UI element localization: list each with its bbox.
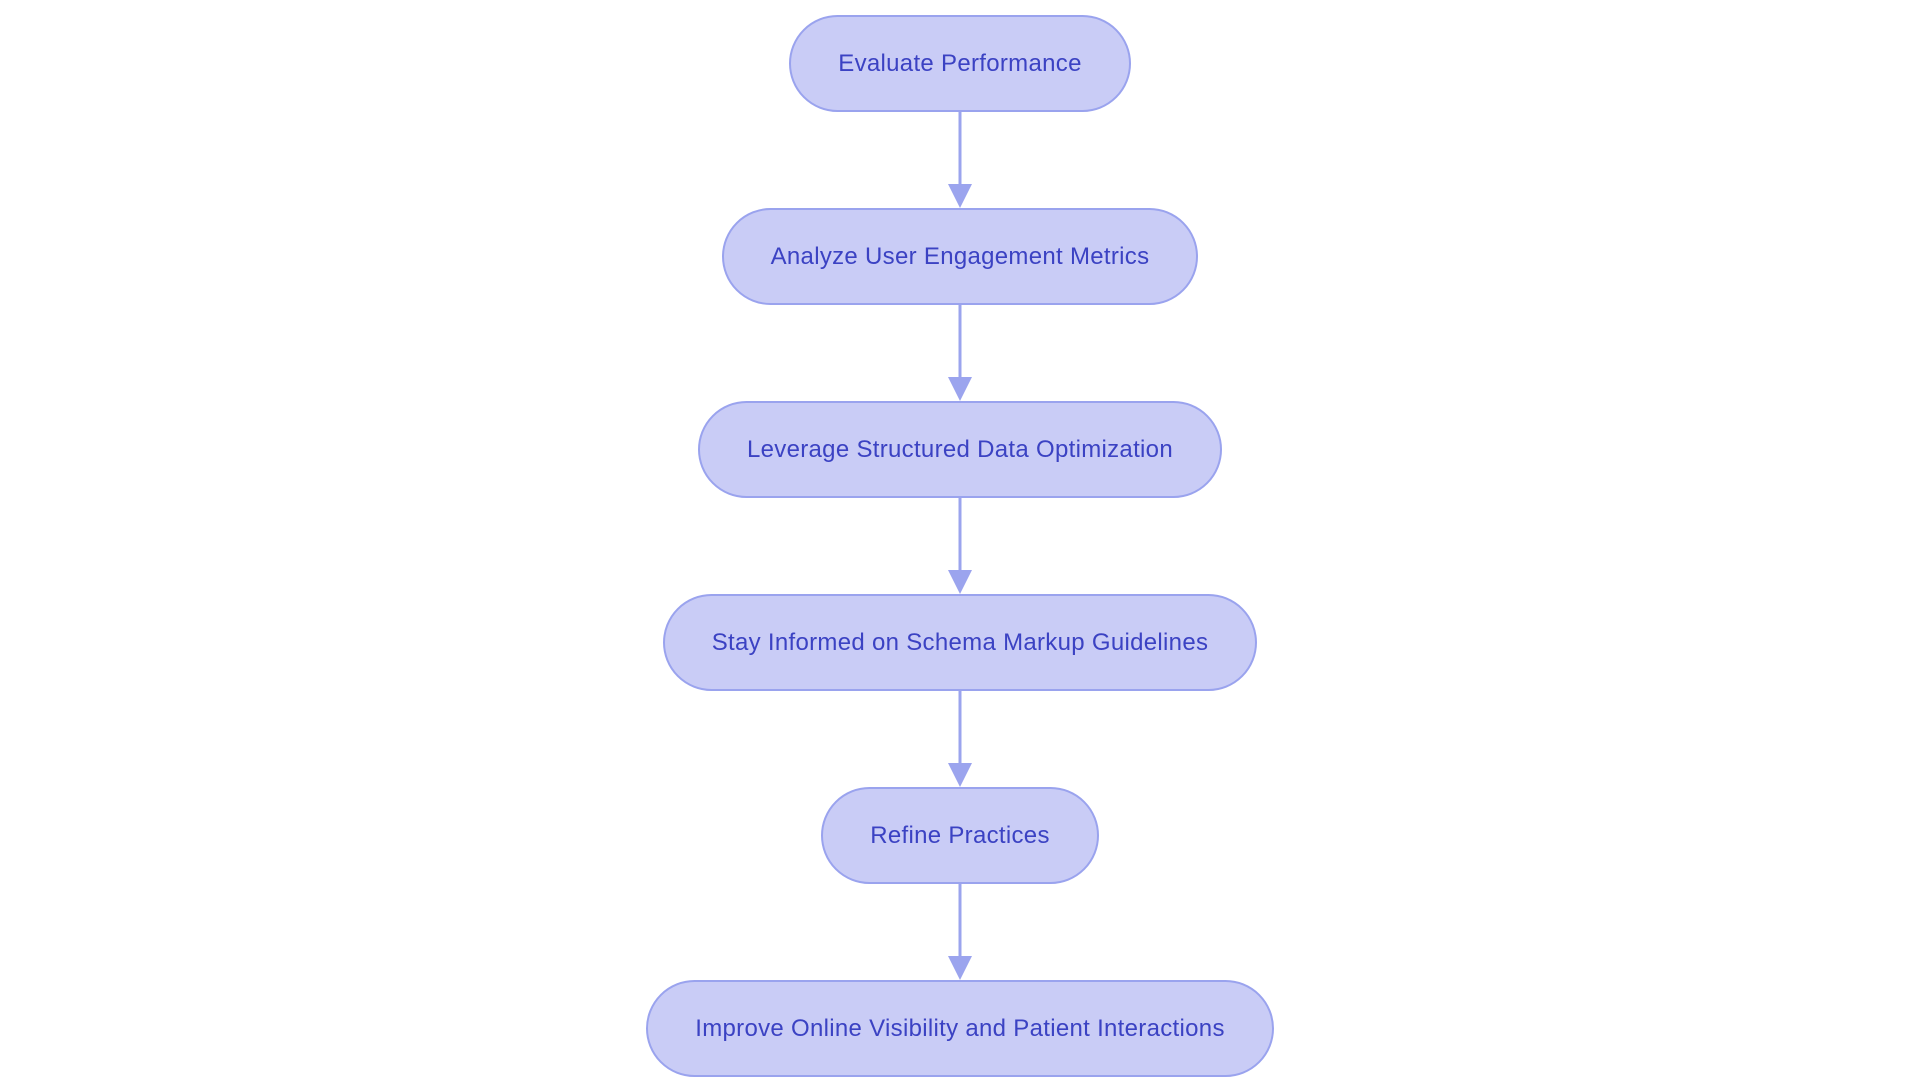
arrow-down-icon [948,884,972,980]
node-label: Analyze User Engagement Metrics [770,242,1150,270]
flow-node-leverage-structured-data-optimization: Leverage Structured Data Optimization [698,401,1222,498]
arrow-down-icon [948,112,972,208]
flow-node-evaluate-performance: Evaluate Performance [789,15,1131,112]
node-label: Refine Practices [870,821,1050,849]
flow-node-stay-informed-on-schema-markup-guidelines: Stay Informed on Schema Markup Guideline… [662,594,1258,691]
flow-node-improve-online-visibility-and-patient-interactions: Improve Online Visibility and Patient In… [646,980,1274,1077]
node-label: Evaluate Performance [838,49,1082,77]
flowchart-canvas: Evaluate Performance Analyze User Engage… [0,15,1920,1077]
arrow-down-icon [948,498,972,594]
arrow-down-icon [948,305,972,401]
arrow-down-icon [948,691,972,787]
node-label: Improve Online Visibility and Patient In… [695,1014,1225,1042]
flow-node-refine-practices: Refine Practices [821,787,1099,884]
flow-node-analyze-user-engagement-metrics: Analyze User Engagement Metrics [721,208,1199,305]
node-label: Stay Informed on Schema Markup Guideline… [711,628,1209,656]
node-label: Leverage Structured Data Optimization [747,435,1173,463]
